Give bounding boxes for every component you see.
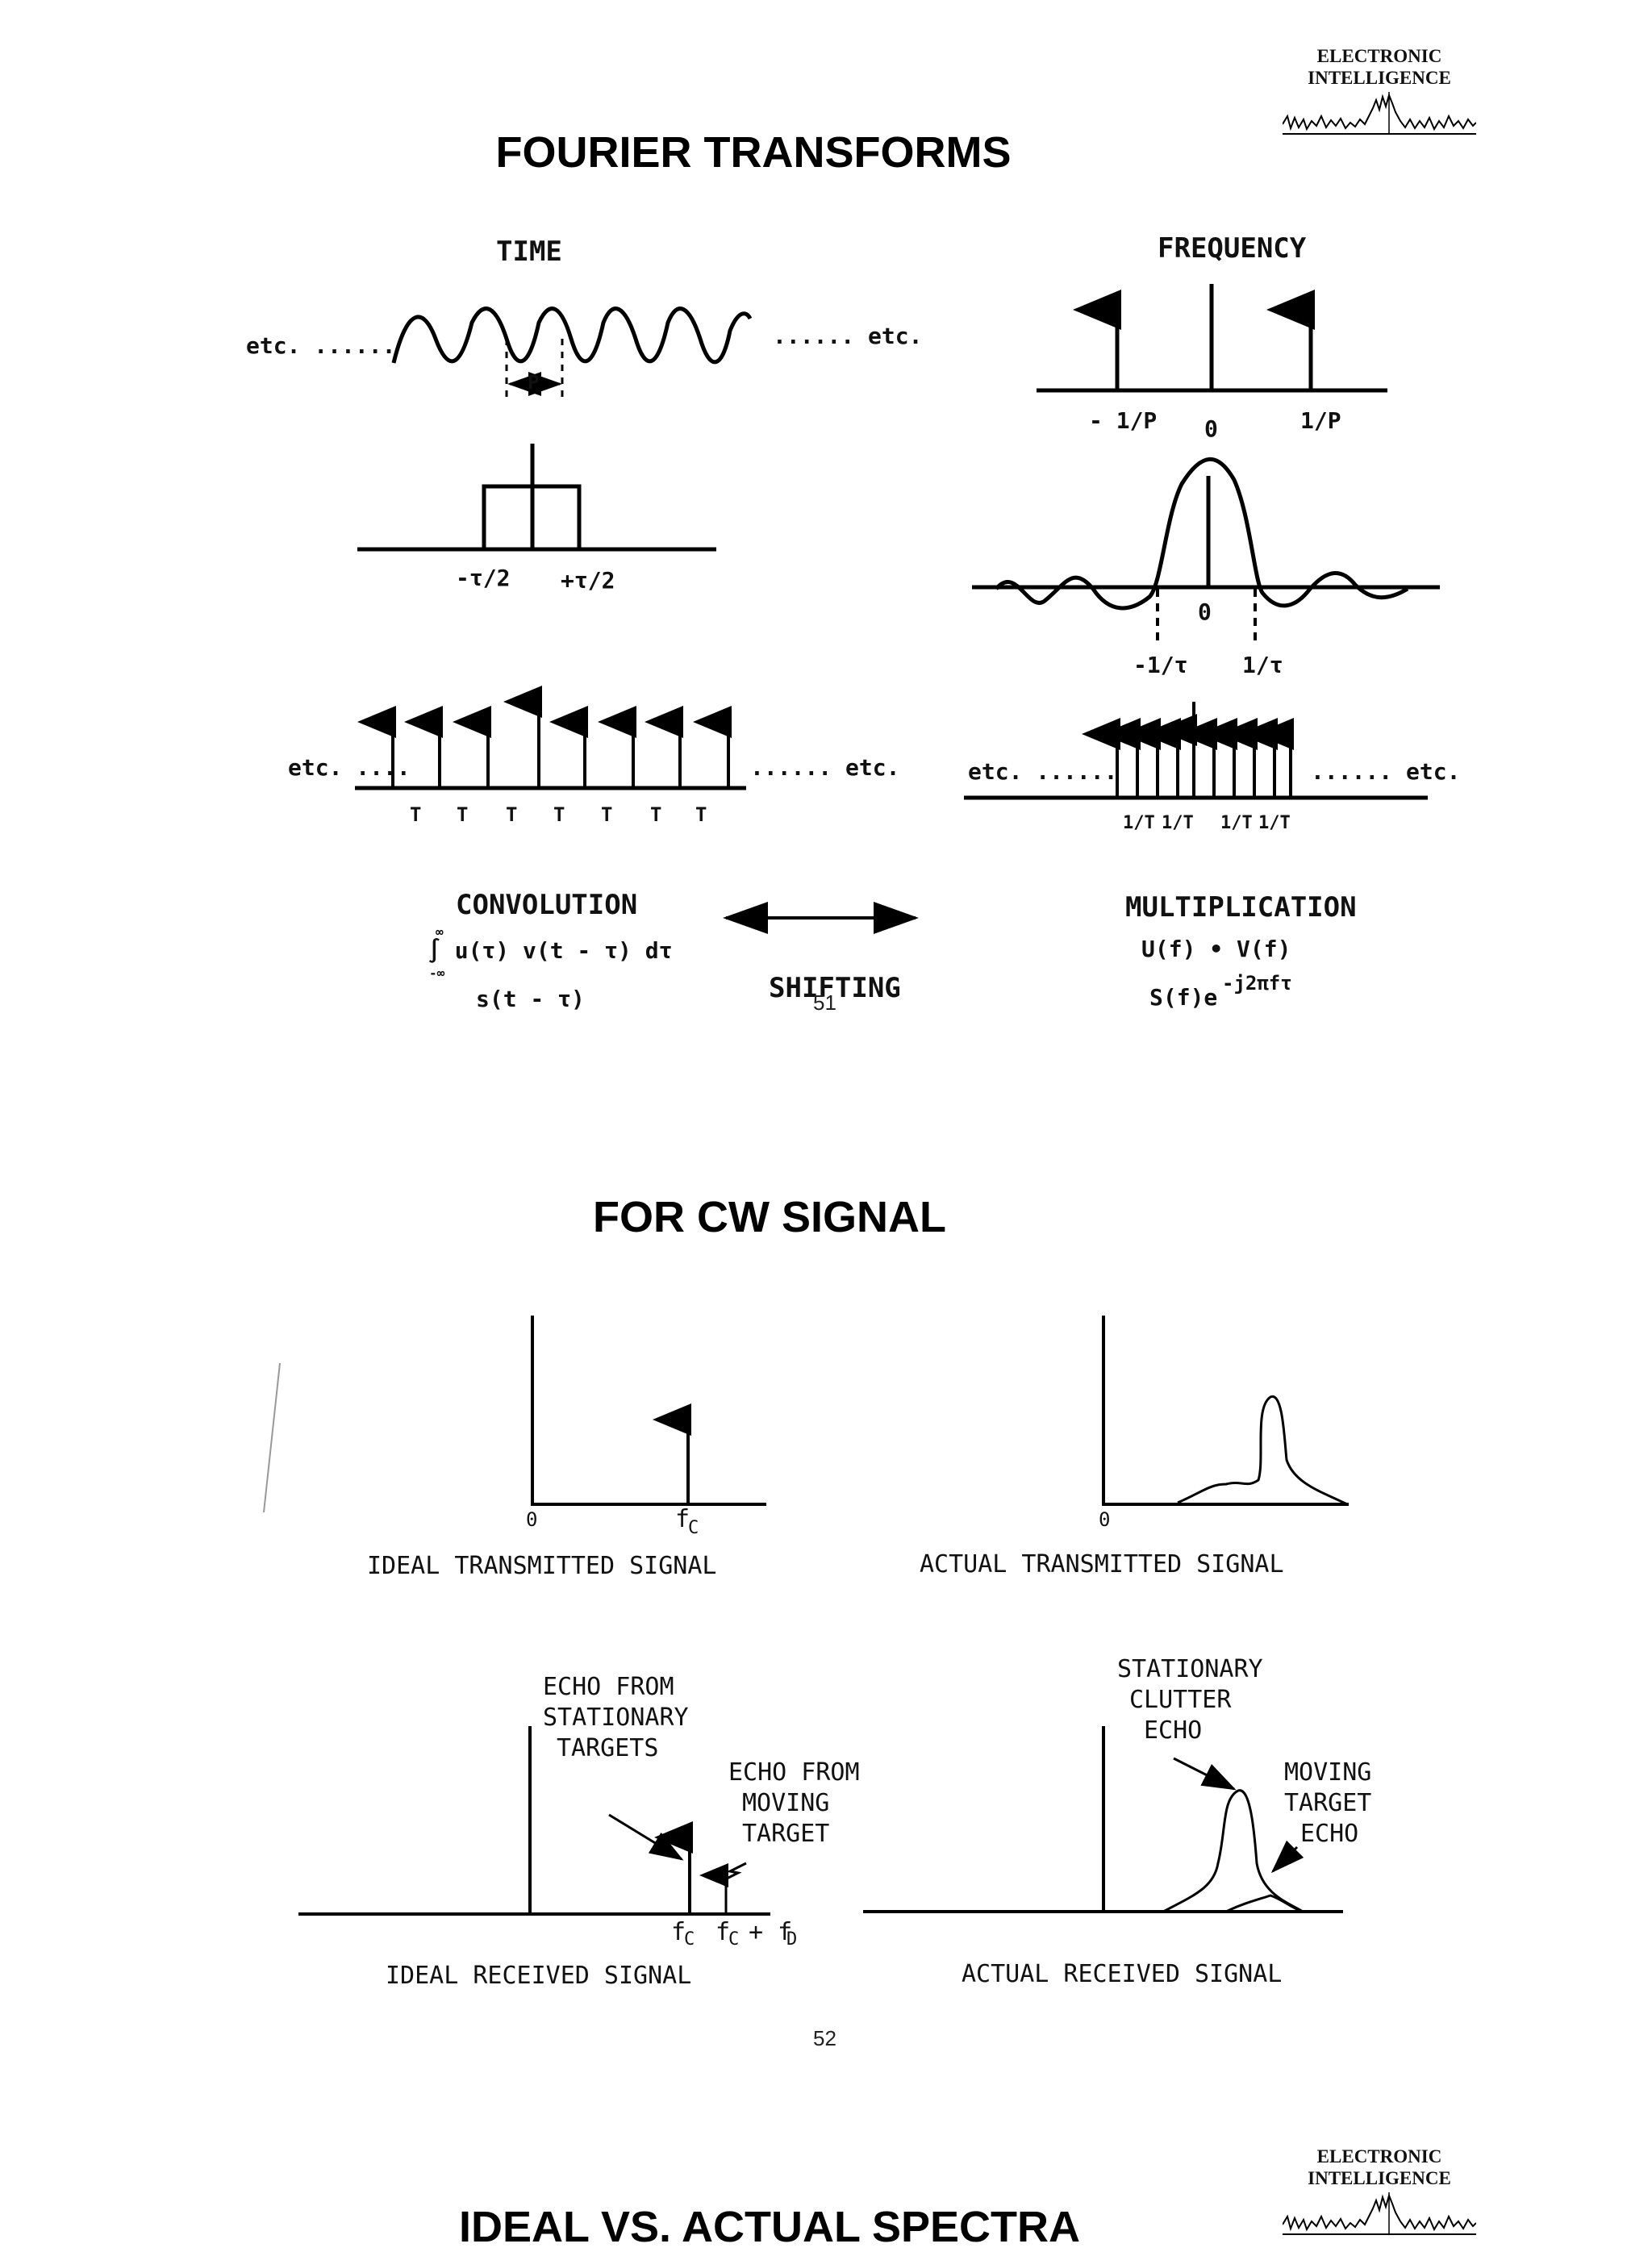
page-52: IDEAL VS. ACTUAL SPECTRA FOR CW SIGNAL E… xyxy=(0,1065,1652,2251)
etc-right-sine: ...... etc. xyxy=(773,323,923,349)
clutter-line: ECHO xyxy=(1144,1716,1203,1745)
ideal-rx-fcd-plus: + f xyxy=(749,1918,793,1946)
conv-formula: ∫ u(τ) v(t - τ) dτ xyxy=(428,937,673,964)
echo-stationary-line: ECHO FROM xyxy=(543,1673,674,1701)
multiplication-heading: MULTIPLICATION xyxy=(1125,891,1357,924)
frac-label: 1/T xyxy=(1162,813,1194,833)
t-label: T xyxy=(553,803,565,826)
sinc-neg: -1/τ xyxy=(1133,652,1188,678)
sinc-pos: 1/τ xyxy=(1242,652,1283,678)
spec-etc-right: ...... etc. xyxy=(1311,758,1461,785)
ideal-rx-fcd: f xyxy=(715,1918,731,1946)
ideal-tx-zero: 0 xyxy=(526,1508,538,1531)
electronic-intelligence-logo: ELECTRONIC INTELLIGENCE xyxy=(1274,2146,1484,2241)
t-label: T xyxy=(410,803,422,826)
logo-line-2: INTELLIGENCE xyxy=(1308,68,1451,88)
pulse-tick-neg: -τ/2 xyxy=(456,565,511,591)
frac-label: 1/T xyxy=(1220,813,1253,833)
time-heading: TIME xyxy=(496,236,562,268)
sine-wave xyxy=(391,307,753,365)
t-label: T xyxy=(695,803,707,826)
frac-label: 1/T xyxy=(1258,813,1291,833)
mult-formula: U(f) • V(f) xyxy=(1141,936,1291,962)
actual-tx-curve xyxy=(1177,1395,1348,1506)
period-label: P xyxy=(528,371,540,394)
ideal-tx-fc: f xyxy=(675,1505,690,1533)
spectrum-logo-icon xyxy=(1283,92,1476,135)
t-label: T xyxy=(506,803,518,826)
shifting-label: SHIFTING xyxy=(769,972,901,1004)
convolution-heading: CONVOLUTION xyxy=(456,889,638,921)
conv-limit-top: ∞ xyxy=(436,924,444,940)
electronic-intelligence-logo: ELECTRONIC INTELLIGENCE xyxy=(1274,45,1484,140)
clutter-line: CLUTTER xyxy=(1129,1686,1232,1714)
echo-stationary-line: TARGETS xyxy=(557,1734,659,1762)
page-51: FOURIER TRANSFORMS ELECTRONIC INTELLIGEN… xyxy=(0,0,1652,1065)
moving-target-line: ECHO xyxy=(1300,1820,1359,1848)
moving-target-line: TARGET xyxy=(1284,1789,1372,1817)
actual-rx-caption: ACTUAL RECEIVED SIGNAL xyxy=(962,1960,1283,1988)
logo-line-2: INTELLIGENCE xyxy=(1308,2168,1451,2188)
echo-stationary-line: STATIONARY xyxy=(543,1704,689,1732)
logo-line-1: ELECTRONIC xyxy=(1316,2146,1442,2167)
sinc-curve xyxy=(995,457,1409,611)
actual-tx-zero: 0 xyxy=(1099,1508,1111,1531)
freq-tick-zero: 0 xyxy=(1204,415,1218,442)
ideal-tx-fc-sub: C xyxy=(688,1518,699,1538)
clutter-curve xyxy=(1162,1789,1304,1913)
train-etc-left: etc. .... xyxy=(288,754,411,781)
sinc-zero: 0 xyxy=(1198,598,1212,625)
page-number-51: 51 xyxy=(813,990,836,1015)
echo-moving-line: ECHO FROM xyxy=(728,1758,860,1787)
t-label: T xyxy=(650,803,662,826)
ideal-rx-fcd-sub: C xyxy=(728,1929,740,1950)
moving-target-line: MOVING xyxy=(1284,1758,1372,1787)
pulse-tick-pos: +τ/2 xyxy=(561,567,615,594)
frac-label: 1/T xyxy=(1123,813,1155,833)
conv-limit-bot: -∞ xyxy=(429,965,445,981)
ideal-tx-caption: IDEAL TRANSMITTED SIGNAL xyxy=(367,1552,717,1580)
t-label: T xyxy=(457,803,469,826)
t-label: T xyxy=(601,803,613,826)
ideal-rx-fc-sub: C xyxy=(684,1929,695,1950)
page-number-52: 52 xyxy=(813,2026,836,2050)
etc-left-sine: etc. ...... xyxy=(246,332,396,359)
ideal-rx-caption: IDEAL RECEIVED SIGNAL xyxy=(386,1962,692,1990)
freq-tick-neg: - 1/P xyxy=(1089,407,1158,434)
echo-moving-line: MOVING xyxy=(742,1789,830,1817)
spectrum-logo-icon xyxy=(1283,2192,1476,2235)
frequency-heading: FREQUENCY xyxy=(1158,232,1307,265)
freq-tick-pos: 1/P xyxy=(1300,407,1341,434)
mult-shift: S(f)e xyxy=(1149,984,1218,1011)
spec-etc-left: etc. ...... xyxy=(968,758,1118,785)
page-title-line-2: FOR CW SIGNAL xyxy=(593,1193,946,1241)
logo-line-1: ELECTRONIC xyxy=(1316,46,1442,66)
spectra-diagram xyxy=(263,1316,1349,1916)
echo-moving-line: TARGET xyxy=(742,1820,830,1848)
moving-target-curve xyxy=(1225,1894,1304,1913)
page-title: FOURIER TRANSFORMS xyxy=(495,128,1012,177)
fourier-diagram xyxy=(355,284,1440,934)
impulse-train xyxy=(357,686,732,788)
ideal-rx-fcd-sub2: D xyxy=(786,1929,798,1950)
conv-shift: s(t - τ) xyxy=(476,986,585,1012)
mult-exponent: -j2πfτ xyxy=(1222,972,1292,995)
clutter-line: STATIONARY xyxy=(1117,1655,1263,1683)
line-spectrum xyxy=(1082,702,1294,798)
ideal-rx-fc: f xyxy=(671,1918,686,1946)
actual-tx-caption: ACTUAL TRANSMITTED SIGNAL xyxy=(920,1550,1284,1578)
train-etc-right: ...... etc. xyxy=(750,754,900,781)
